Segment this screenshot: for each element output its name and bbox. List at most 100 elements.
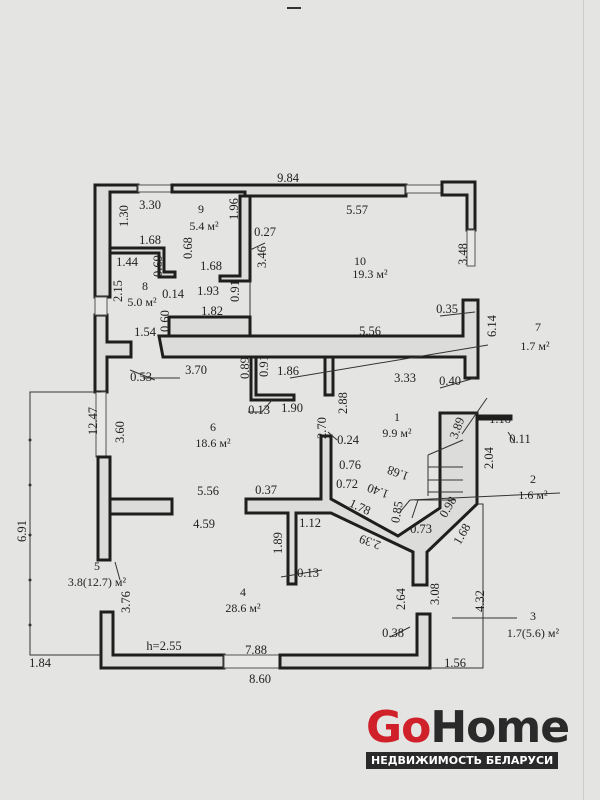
dimension-label: h=2.55 bbox=[146, 639, 181, 653]
dimension-label: 2.88 bbox=[336, 392, 350, 414]
logo-home: Home bbox=[430, 702, 570, 753]
dimension-label: 12.47 bbox=[86, 407, 100, 435]
room-number: 2 bbox=[530, 472, 536, 486]
room-area: 18.6 м² bbox=[195, 436, 231, 450]
dimension-label: 0.13 bbox=[297, 566, 319, 580]
wall-stub bbox=[108, 497, 174, 516]
dimension-label: 8.60 bbox=[249, 672, 271, 686]
dimension-label: 0.38 bbox=[382, 626, 404, 640]
dimension-label: 5.56 bbox=[359, 324, 381, 338]
dimension-label: 4.32 bbox=[473, 590, 487, 612]
room-area: 5.0 м² bbox=[127, 295, 157, 309]
room-number: 5 bbox=[94, 559, 100, 573]
dimension-label: 7.88 bbox=[245, 643, 267, 657]
dimension-label: 9.84 bbox=[277, 171, 300, 185]
paper-edge bbox=[583, 0, 584, 800]
wall-left bbox=[96, 455, 112, 562]
dimension-label: 1.86 bbox=[277, 364, 299, 378]
room-number: 8 bbox=[142, 279, 148, 293]
dimension-label: 5.57 bbox=[346, 203, 368, 217]
wall-closet bbox=[167, 315, 252, 339]
dimension-label: 3.30 bbox=[139, 198, 161, 212]
dimension-label: 1.82 bbox=[201, 304, 223, 318]
wall-room8 bbox=[108, 246, 177, 279]
room-area: 28.6 м² bbox=[225, 601, 261, 615]
dimension-label: 0.53 bbox=[130, 370, 152, 384]
wall-room9 bbox=[218, 194, 252, 283]
wall-top-right bbox=[440, 180, 477, 232]
room-area: 1.7 м² bbox=[520, 339, 550, 353]
dimension-label: 0.73 bbox=[410, 522, 432, 536]
dimension-label: 0.85 bbox=[388, 500, 406, 524]
room-number: 3 bbox=[530, 609, 536, 623]
dimension-label: 2.70 bbox=[315, 417, 329, 439]
room-number: 9 bbox=[198, 202, 204, 216]
dimension-label: 1.93 bbox=[197, 284, 219, 298]
wall-top bbox=[170, 183, 408, 198]
dimension-label: 0.72 bbox=[336, 477, 358, 491]
room-number: 10 bbox=[354, 254, 366, 268]
wall-stub bbox=[323, 355, 335, 397]
room-number: 4 bbox=[240, 585, 246, 599]
dimension-label: 1.12 bbox=[299, 516, 321, 530]
dimension-label: 3.60 bbox=[113, 421, 127, 443]
dimension-label: 1.54 bbox=[134, 325, 157, 339]
dimension-label: 1.30 bbox=[117, 205, 131, 227]
room-area: 1.7(5.6) м² bbox=[507, 626, 560, 640]
dimension-label: 1.89 bbox=[271, 532, 285, 554]
dimension-label: 2.04 bbox=[482, 446, 496, 469]
room-area: 1.6 м² bbox=[518, 488, 548, 502]
dimension-label: 0.11 bbox=[509, 432, 530, 446]
logo-wordmark: GoHome bbox=[366, 706, 570, 750]
dimension-label: 0.35 bbox=[436, 302, 458, 316]
dimension-label: 0.76 bbox=[339, 458, 361, 472]
room-area: 19.3 м² bbox=[352, 267, 388, 281]
dimension-label: 3.48 bbox=[456, 243, 470, 265]
door bbox=[94, 296, 108, 316]
room-area: 5.4 м² bbox=[189, 219, 219, 233]
dimension-label: 1.84 bbox=[29, 656, 52, 670]
room-number: 1 bbox=[394, 410, 400, 424]
page-mark bbox=[287, 7, 301, 9]
wall-small bbox=[249, 355, 296, 402]
wall-stub bbox=[475, 414, 513, 421]
balcony-outline bbox=[430, 503, 484, 669]
wall-stair bbox=[244, 411, 479, 587]
room-area: 3.8(12.7) м² bbox=[68, 575, 127, 589]
dimension-label: 0.40 bbox=[439, 374, 461, 388]
walls bbox=[28, 180, 561, 670]
room-area: 9.9 м² bbox=[382, 426, 412, 440]
dimension-label: 1.56 bbox=[444, 656, 466, 670]
dimension-label: 3.46 bbox=[255, 246, 269, 268]
dimension-label: 3.33 bbox=[394, 371, 416, 385]
dimension-label: 0.91 bbox=[257, 355, 271, 377]
dimension-label: 1.90 bbox=[281, 401, 303, 415]
window bbox=[466, 229, 476, 267]
dimension-label: 0.24 bbox=[337, 433, 360, 447]
wall-left bbox=[93, 313, 133, 394]
dimension-label: 0.60 bbox=[158, 310, 172, 332]
dimension-label: 0.13 bbox=[248, 403, 270, 417]
room-number: 6 bbox=[210, 420, 216, 434]
room-number: 7 bbox=[535, 320, 541, 334]
dimension-label: 4.59 bbox=[193, 517, 215, 531]
dimension-label: 0.69 bbox=[151, 255, 165, 277]
logo-go: Go bbox=[366, 702, 431, 753]
gohome-logo: GoHome НЕДВИЖИМОСТЬ БЕЛАРУСИ bbox=[366, 706, 570, 769]
dimension-label: 1.96 bbox=[227, 198, 241, 220]
dimension-label: 0.91 bbox=[228, 280, 242, 302]
dimension-label: 0.68 bbox=[181, 237, 195, 259]
wall-bottom bbox=[278, 612, 432, 670]
dimension-label: 3.76 bbox=[119, 591, 133, 613]
dimension-label: 1.68 bbox=[139, 233, 161, 247]
window bbox=[137, 184, 173, 193]
dimension-label: 2.15 bbox=[111, 280, 125, 302]
window bbox=[405, 184, 443, 194]
dimension-label: 3.70 bbox=[185, 363, 207, 377]
dimension-label: 5.56 bbox=[197, 484, 219, 498]
dimension-label: 0.27 bbox=[254, 225, 276, 239]
dimension-label: 1.68 bbox=[385, 463, 410, 484]
dimension-label: 3.08 bbox=[428, 583, 442, 605]
dimension-label: 1.18 bbox=[489, 412, 511, 426]
